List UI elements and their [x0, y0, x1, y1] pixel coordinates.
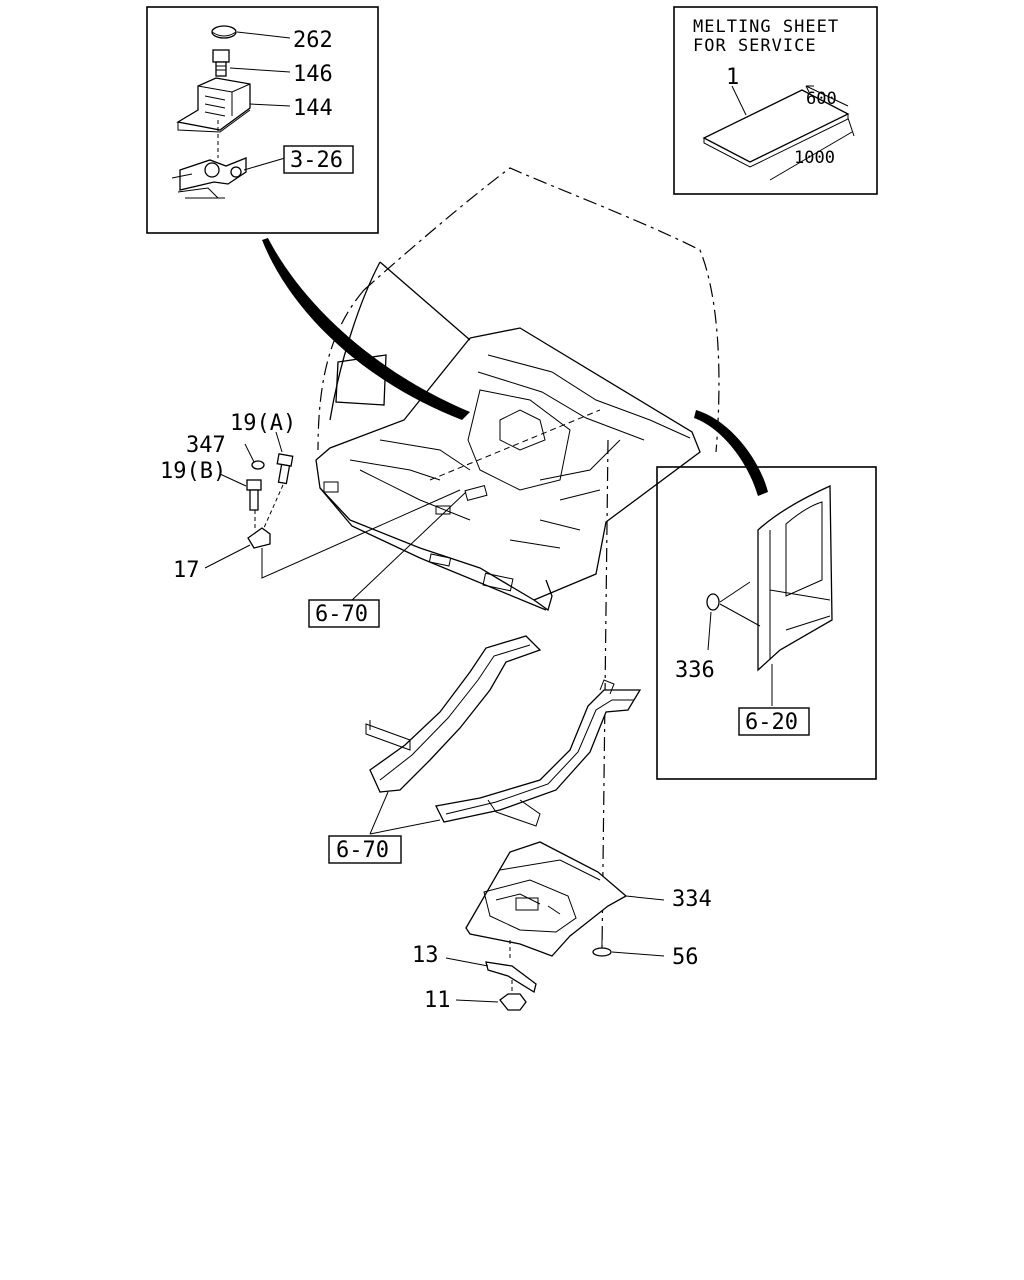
pointer-arc-shift-lever	[262, 238, 470, 420]
ref-box-6-20	[738, 707, 810, 736]
callout-1: 1	[726, 65, 739, 90]
cab-body	[315, 167, 720, 612]
nut-part-11	[499, 980, 527, 1011]
lever-housing-part-144	[176, 77, 251, 133]
door-panel-inset: 336 6-20	[656, 466, 877, 780]
ref-3-26: 3-26	[290, 148, 343, 173]
shift-lever-inset-frame	[146, 6, 379, 234]
door-panel	[757, 485, 833, 672]
bracket-part-13	[485, 961, 537, 994]
callout-334: 334	[672, 887, 712, 912]
melting-sheet-part-1	[702, 89, 850, 168]
ref-6-20: 6-20	[745, 710, 798, 735]
callout-262: 262	[293, 28, 333, 53]
melting-sheet-inset: MELTING SHEET FOR SERVICE 1 600 1000	[673, 6, 878, 195]
callout-336: 336	[675, 658, 715, 683]
washer-part-347	[251, 460, 265, 470]
callout-19a: 19(A)	[230, 411, 296, 436]
bracket-group: 19(A) 347 19(B) 17 6-70	[160, 411, 467, 628]
bracket-part-17	[247, 527, 271, 549]
melting-sheet-title-line1: MELTING SHEET	[693, 17, 839, 37]
tunnel-cover-part-334	[465, 841, 628, 957]
callout-144: 144	[293, 96, 333, 121]
callout-11: 11	[424, 988, 451, 1013]
shift-linkage	[171, 120, 247, 199]
plug-part-336	[706, 593, 720, 611]
bolt-part-19a	[276, 453, 294, 485]
shift-lever-inset: 262 146 144 3-26	[146, 6, 379, 234]
dim-1000: 1000	[794, 148, 835, 168]
melting-sheet-inset-frame	[673, 6, 878, 195]
callout-17: 17	[173, 558, 200, 583]
dim-600: 600	[806, 89, 837, 109]
callout-347: 347	[186, 433, 226, 458]
ref-box-3-26	[283, 145, 354, 174]
bolt-part-146	[212, 49, 230, 77]
door-panel-inset-frame	[656, 466, 877, 780]
bolt-part-19b	[246, 479, 262, 511]
callout-19b: 19(B)	[160, 459, 226, 484]
ref-6-70-lower: 6-70	[336, 838, 389, 863]
ref-box-6-70-lower	[328, 835, 402, 864]
ref-6-70-upper: 6-70	[315, 602, 368, 627]
tunnel-cover-group: 334 56 13 11	[412, 841, 712, 1013]
ref-box-6-70-upper	[308, 599, 380, 628]
pointer-arc-door-panel	[694, 410, 768, 496]
frame-rails: 6-70	[328, 635, 642, 864]
melting-sheet-title-line2: FOR SERVICE	[693, 36, 817, 56]
callout-13: 13	[412, 943, 439, 968]
callout-146: 146	[293, 62, 333, 87]
callout-56: 56	[672, 945, 699, 970]
clip-part-56	[592, 940, 612, 957]
